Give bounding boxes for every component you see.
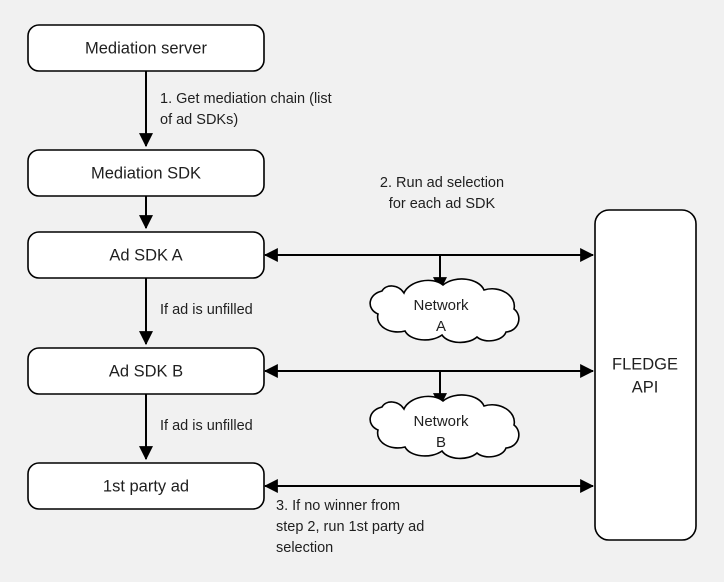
node-first-party-ad[interactable]: 1st party ad (27, 462, 265, 510)
first-party-ad-label: 1st party ad (103, 477, 189, 495)
ad-sdk-b-box[interactable] (27, 347, 265, 395)
node-network-a: Network A (369, 278, 520, 344)
network-b-cloud-shape (369, 394, 520, 460)
node-network-b: Network B (369, 394, 520, 460)
edge-label-step3: 3. If no winner from step 2, run 1st par… (276, 498, 425, 556)
node-mediation-server[interactable]: Mediation server (27, 24, 265, 72)
network-a-label-line1: Network (413, 297, 469, 314)
mediation-server-label: Mediation server (85, 39, 207, 57)
first-party-ad-box[interactable] (27, 462, 265, 510)
ad-sdk-b-label: Ad SDK B (109, 362, 183, 380)
edge-label-step2: 2. Run ad selection for each ad SDK (379, 175, 505, 212)
edge-label-unfilled-a: If ad is unfilled (160, 302, 253, 318)
fledge-api-label-line1: FLEDGE (612, 355, 678, 373)
ad-sdk-a-label: Ad SDK A (109, 246, 182, 264)
network-a-label-line2: A (436, 318, 446, 335)
ad-sdk-a-box[interactable] (27, 231, 265, 279)
mediation-sdk-label: Mediation SDK (91, 164, 201, 182)
node-mediation-sdk[interactable]: Mediation SDK (27, 149, 265, 197)
fledge-api-label-line2: API (632, 378, 659, 396)
node-ad-sdk-a[interactable]: Ad SDK A (27, 231, 265, 279)
mediation-sdk-box[interactable] (27, 149, 265, 197)
network-b-label-line1: Network (413, 413, 469, 430)
node-fledge-api[interactable]: FLEDGE API (594, 209, 697, 541)
mediation-server-box[interactable] (27, 24, 265, 72)
edge-label-step1: 1. Get mediation chain (list of ad SDKs) (160, 91, 332, 128)
edge-label-unfilled-b: If ad is unfilled (160, 418, 253, 434)
network-b-label-line2: B (436, 434, 446, 451)
fledge-api-box[interactable] (594, 209, 697, 541)
network-a-cloud-shape (369, 278, 520, 344)
node-ad-sdk-b[interactable]: Ad SDK B (27, 347, 265, 395)
